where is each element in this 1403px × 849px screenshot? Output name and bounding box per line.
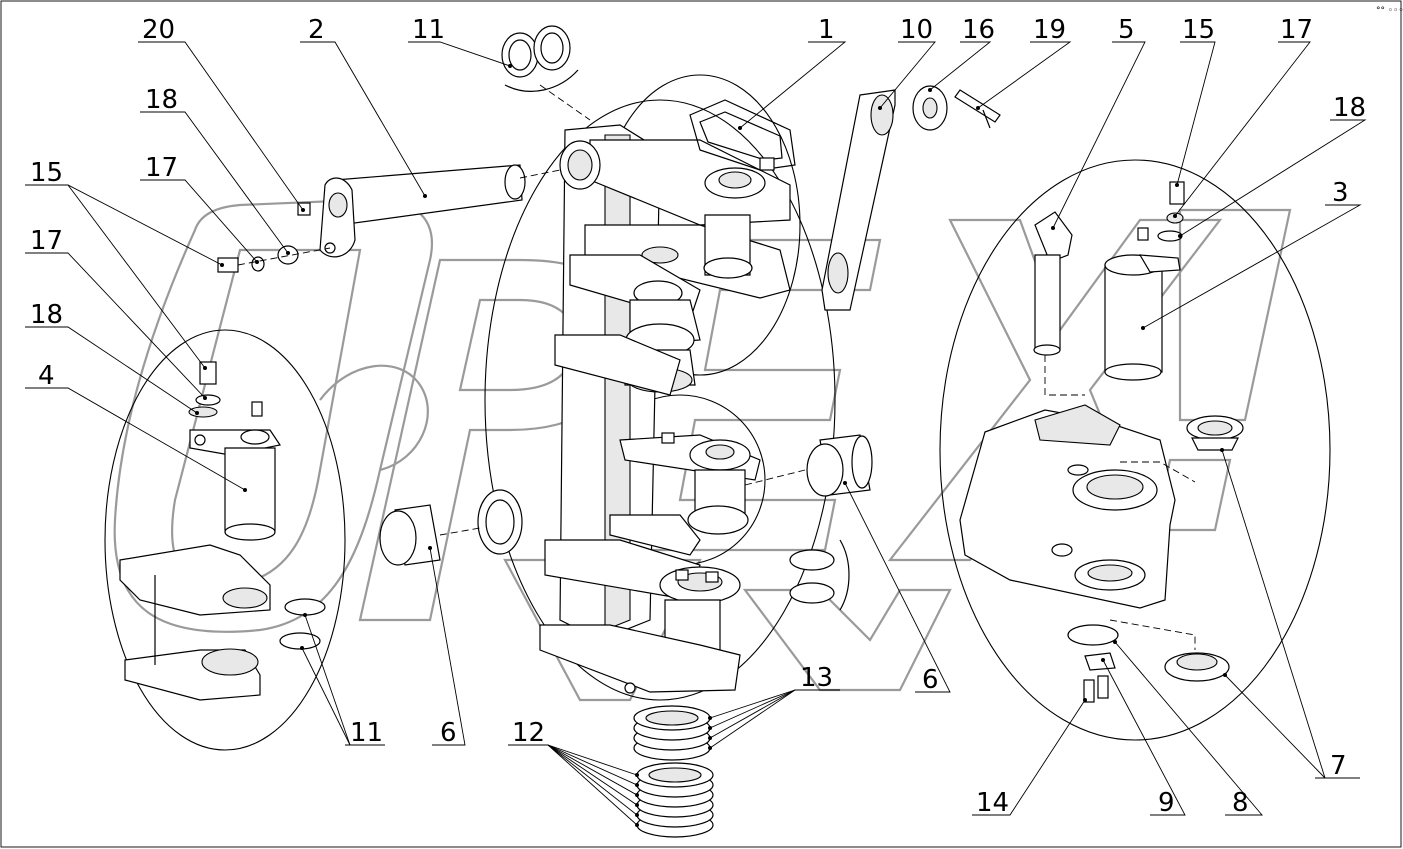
detail-circle-main	[484, 99, 836, 701]
callout-11-bottom: 11	[350, 718, 383, 748]
right-detail-assembly	[959, 181, 1244, 703]
shim-stack-part-13	[633, 705, 711, 761]
callout-2: 2	[308, 15, 325, 45]
pin-part-19	[954, 89, 1001, 129]
callout-labels: 20 2 11 1 10 16 19 5 15 17 18 3 18 17 15…	[30, 15, 1366, 818]
main-frame-part-1	[539, 99, 796, 694]
seal-rings-top	[501, 25, 579, 92]
callout-18-top-left: 18	[145, 85, 178, 115]
callout-18-right: 18	[1333, 93, 1366, 123]
callout-12: 12	[512, 718, 545, 748]
detail-circle-left	[104, 329, 346, 751]
pin-part-2-assembly	[217, 164, 526, 273]
washer-part-16	[912, 85, 948, 131]
callout-11-top: 11	[412, 15, 445, 45]
callout-6-right: 6	[922, 665, 939, 695]
callout-14: 14	[976, 788, 1009, 818]
bushing-part-6-right	[806, 434, 873, 497]
callout-10: 10	[900, 15, 933, 45]
shim-stack-part-12	[636, 762, 714, 838]
left-detail-assembly	[119, 361, 326, 701]
callout-17-right: 17	[1280, 15, 1313, 45]
corner-mark: °° ◦◦◦	[1376, 6, 1403, 16]
callout-13: 13	[800, 663, 833, 693]
callout-15-left: 15	[30, 158, 63, 188]
callout-9: 9	[1158, 788, 1175, 818]
callout-3: 3	[1332, 178, 1349, 208]
callout-19: 19	[1033, 15, 1066, 45]
bushing-part-6-left	[379, 489, 523, 566]
callout-20: 20	[142, 15, 175, 45]
callout-18-left: 18	[30, 300, 63, 330]
assembly-center-lines	[519, 84, 806, 486]
callout-1: 1	[818, 15, 835, 45]
callout-5: 5	[1118, 15, 1135, 45]
seal-rings-middle	[789, 539, 850, 611]
callout-16: 16	[962, 15, 995, 45]
callout-17-left-upper: 17	[145, 153, 178, 183]
callout-15-right: 15	[1182, 15, 1215, 45]
callout-6-left: 6	[440, 718, 457, 748]
callout-8: 8	[1232, 788, 1249, 818]
leader-lines	[25, 41, 1367, 827]
detail-circle-right	[939, 159, 1331, 741]
callout-4: 4	[38, 361, 55, 391]
link-plate-part-10	[821, 89, 896, 311]
callout-17-left: 17	[30, 226, 63, 256]
callout-7: 7	[1330, 751, 1347, 781]
